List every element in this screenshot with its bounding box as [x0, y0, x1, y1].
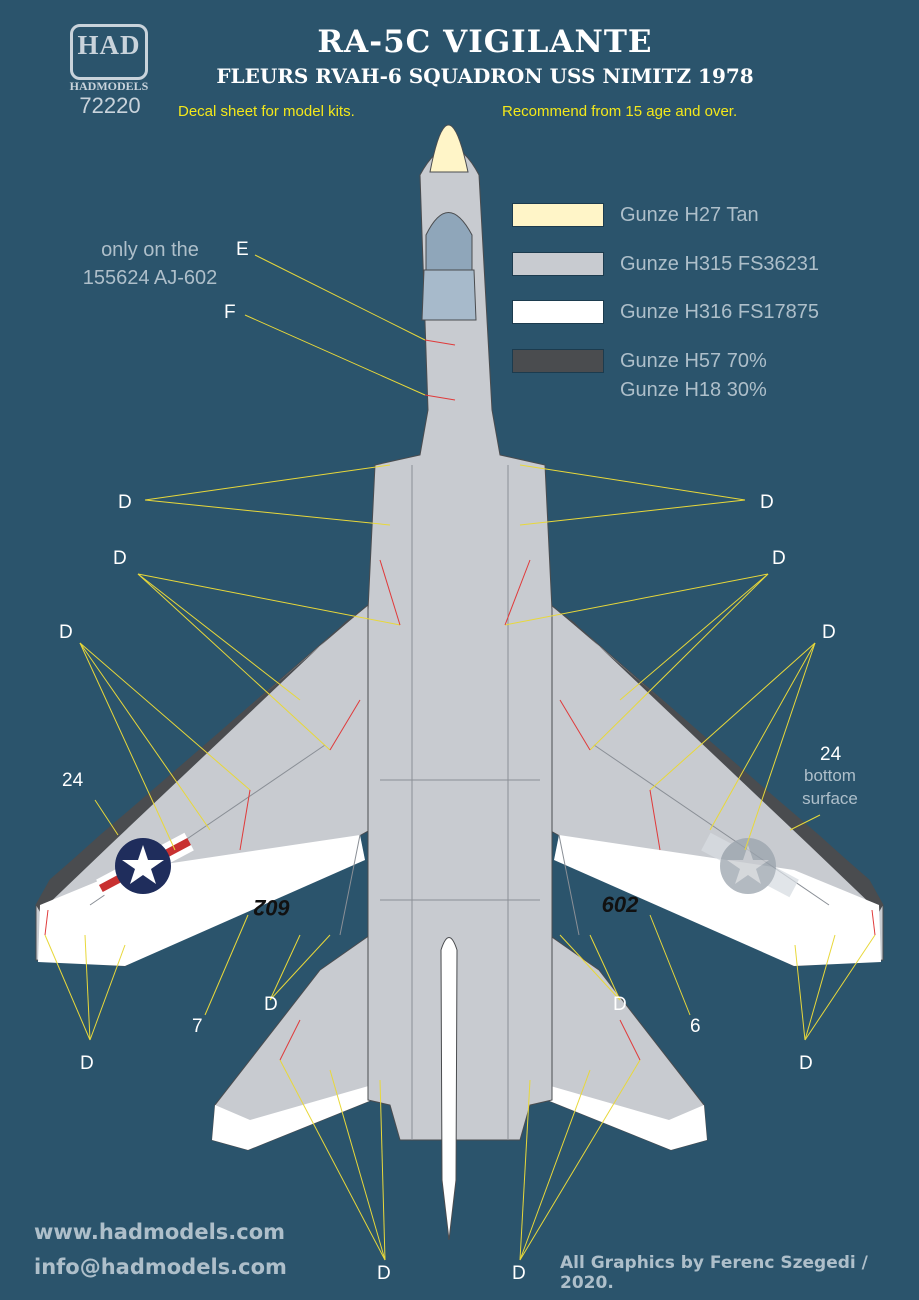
paint-label-grey: Gunze H315 FS36231 — [620, 253, 820, 275]
callout-d: D — [80, 1053, 94, 1074]
catalog-number: 72220 — [79, 93, 141, 118]
paint-swatch-tan — [512, 203, 604, 227]
callout-d: D — [760, 492, 774, 513]
paint-swatch-dark-grey — [512, 349, 604, 373]
callout-d: D — [799, 1053, 813, 1074]
callout-lines-yellow — [44, 254, 876, 1261]
right-national-insignia — [701, 832, 799, 898]
left-national-insignia — [96, 832, 194, 898]
paint-swatch-grey — [512, 252, 604, 276]
right-wing-modex: 602 — [602, 892, 639, 917]
sheet-title: RA-5C VIGILANTE — [317, 24, 653, 60]
only-on-note-line2: 155624 AJ-602 — [82, 267, 218, 289]
paint-label-tan: Gunze H27 Tan — [620, 204, 759, 226]
right-flap-white — [554, 835, 881, 966]
ventral-fin — [440, 937, 458, 1241]
graphics-credit: All Graphics by Ferenc Szegedi / 2020. — [560, 1253, 868, 1293]
bottom-surface-note-line1: bottom — [804, 766, 856, 785]
brand-name: HADMODELS — [69, 79, 149, 93]
callout-24-right: 24 — [820, 744, 842, 765]
bottom-surface-note-line2: surface — [802, 789, 858, 808]
callout-d: D — [118, 492, 132, 513]
callout-f: F — [224, 302, 236, 323]
email-link[interactable]: info@hadmodels.com — [34, 1255, 287, 1279]
left-flap-white — [38, 835, 365, 966]
sheet-subtitle: FLEURS RVAH-6 SQUADRON USS NIMITZ 1978 — [216, 64, 754, 88]
left-stabilizer-white — [212, 1085, 372, 1150]
brand-logo-mark: HAD — [77, 30, 141, 60]
paint-label-dark-grey-1: Gunze H57 70% — [620, 350, 767, 372]
nose-cone — [429, 124, 469, 173]
left-wing-modex: 602 — [253, 895, 290, 920]
callout-24-left: 24 — [62, 770, 84, 791]
callout-d: D — [59, 622, 73, 643]
paint-label-white: Gunze H316 FS17875 — [620, 301, 820, 323]
only-on-note-line1: only on the — [101, 239, 199, 261]
left-wing-leading-edge — [36, 605, 368, 912]
callout-7: 7 — [192, 1016, 203, 1037]
callout-d: D — [377, 1263, 391, 1284]
callout-d: D — [772, 548, 786, 569]
panel-lines — [89, 465, 830, 1140]
callout-lines-red — [44, 339, 876, 1061]
callout-e: E — [236, 239, 249, 260]
canopy-rear — [421, 269, 477, 321]
website-link[interactable]: www.hadmodels.com — [34, 1220, 286, 1244]
callout-d: D — [613, 994, 627, 1015]
age-recommendation-note: Recommend from 15 age and over. — [502, 103, 738, 120]
callout-d: D — [822, 622, 836, 643]
paint-swatch-white — [512, 300, 604, 324]
right-stabilizer-white — [547, 1085, 707, 1150]
brand-logo-frame — [70, 24, 148, 80]
callout-d: D — [264, 994, 278, 1015]
right-wing-leading-edge — [551, 605, 883, 912]
callout-6: 6 — [690, 1016, 701, 1037]
paint-label-dark-grey-2: Gunze H18 30% — [620, 379, 767, 401]
callout-d: D — [113, 548, 127, 569]
callout-d: D — [512, 1263, 526, 1284]
decal-sheet-note: Decal sheet for model kits. — [178, 103, 355, 120]
